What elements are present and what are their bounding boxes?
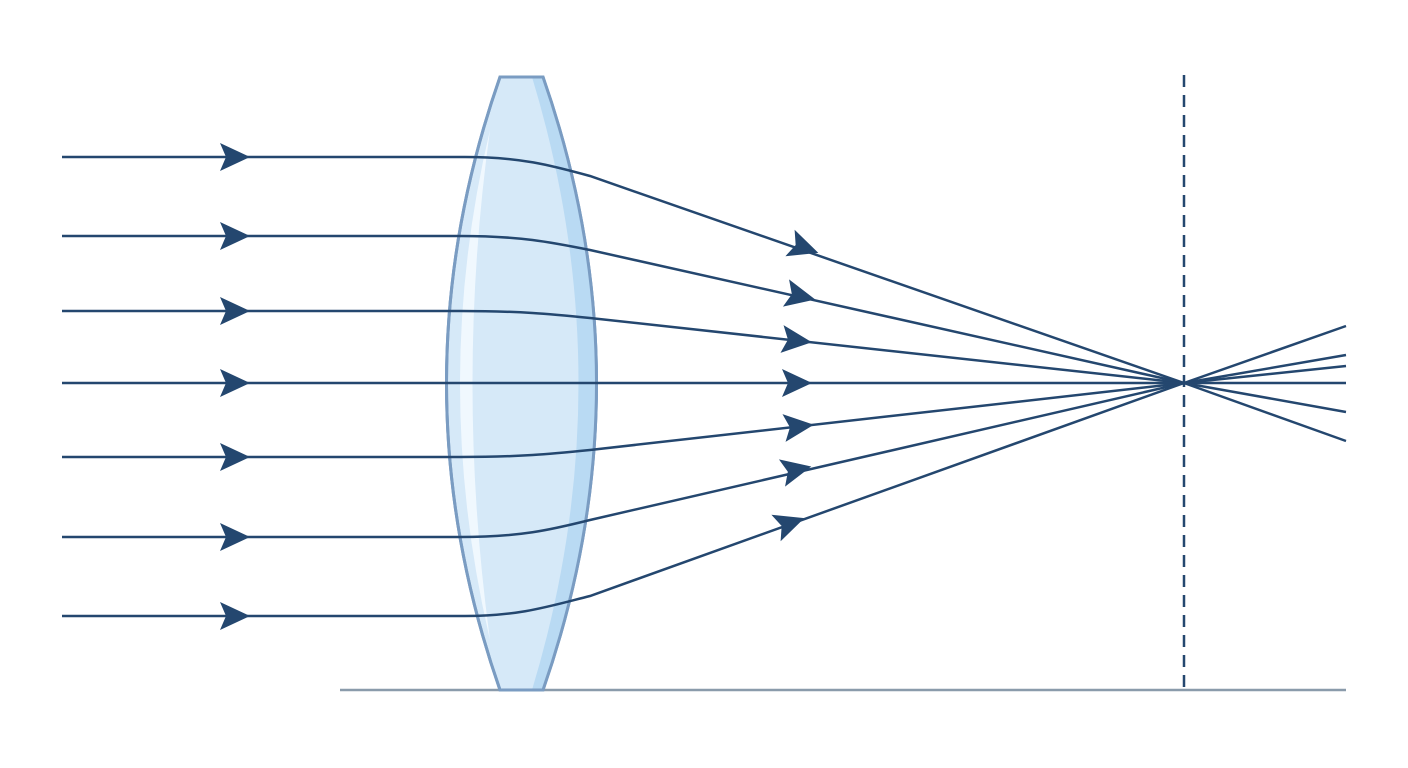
arrowhead-icon (220, 143, 250, 171)
arrowhead-icon (778, 459, 812, 487)
lens-shading (532, 77, 597, 690)
arrowhead-icon (782, 279, 816, 307)
arrowhead-icon (782, 414, 814, 442)
incoming-arrowheads (220, 143, 250, 630)
ray-line (62, 309, 1347, 385)
ray-line (62, 381, 1347, 459)
arrowhead-icon (782, 369, 812, 397)
arrowhead-icon (220, 369, 250, 397)
ray-line (62, 155, 1347, 385)
arrowhead-icon (785, 229, 819, 257)
arrowhead-icon (220, 297, 250, 325)
refracted-arrowheads (771, 229, 819, 542)
arrowhead-icon (771, 514, 805, 542)
lens-highlight (460, 130, 490, 640)
ray-line (62, 234, 1347, 385)
ray-line (62, 381, 1185, 618)
arrowhead-icon (780, 325, 812, 353)
arrowhead-icon (220, 222, 250, 250)
light-rays (62, 155, 1347, 618)
ray-line (62, 381, 1347, 539)
arrowhead-icon (220, 523, 250, 551)
arrowhead-icon (220, 602, 250, 630)
lens-outline (445, 75, 598, 692)
arrowhead-icon (220, 443, 250, 471)
